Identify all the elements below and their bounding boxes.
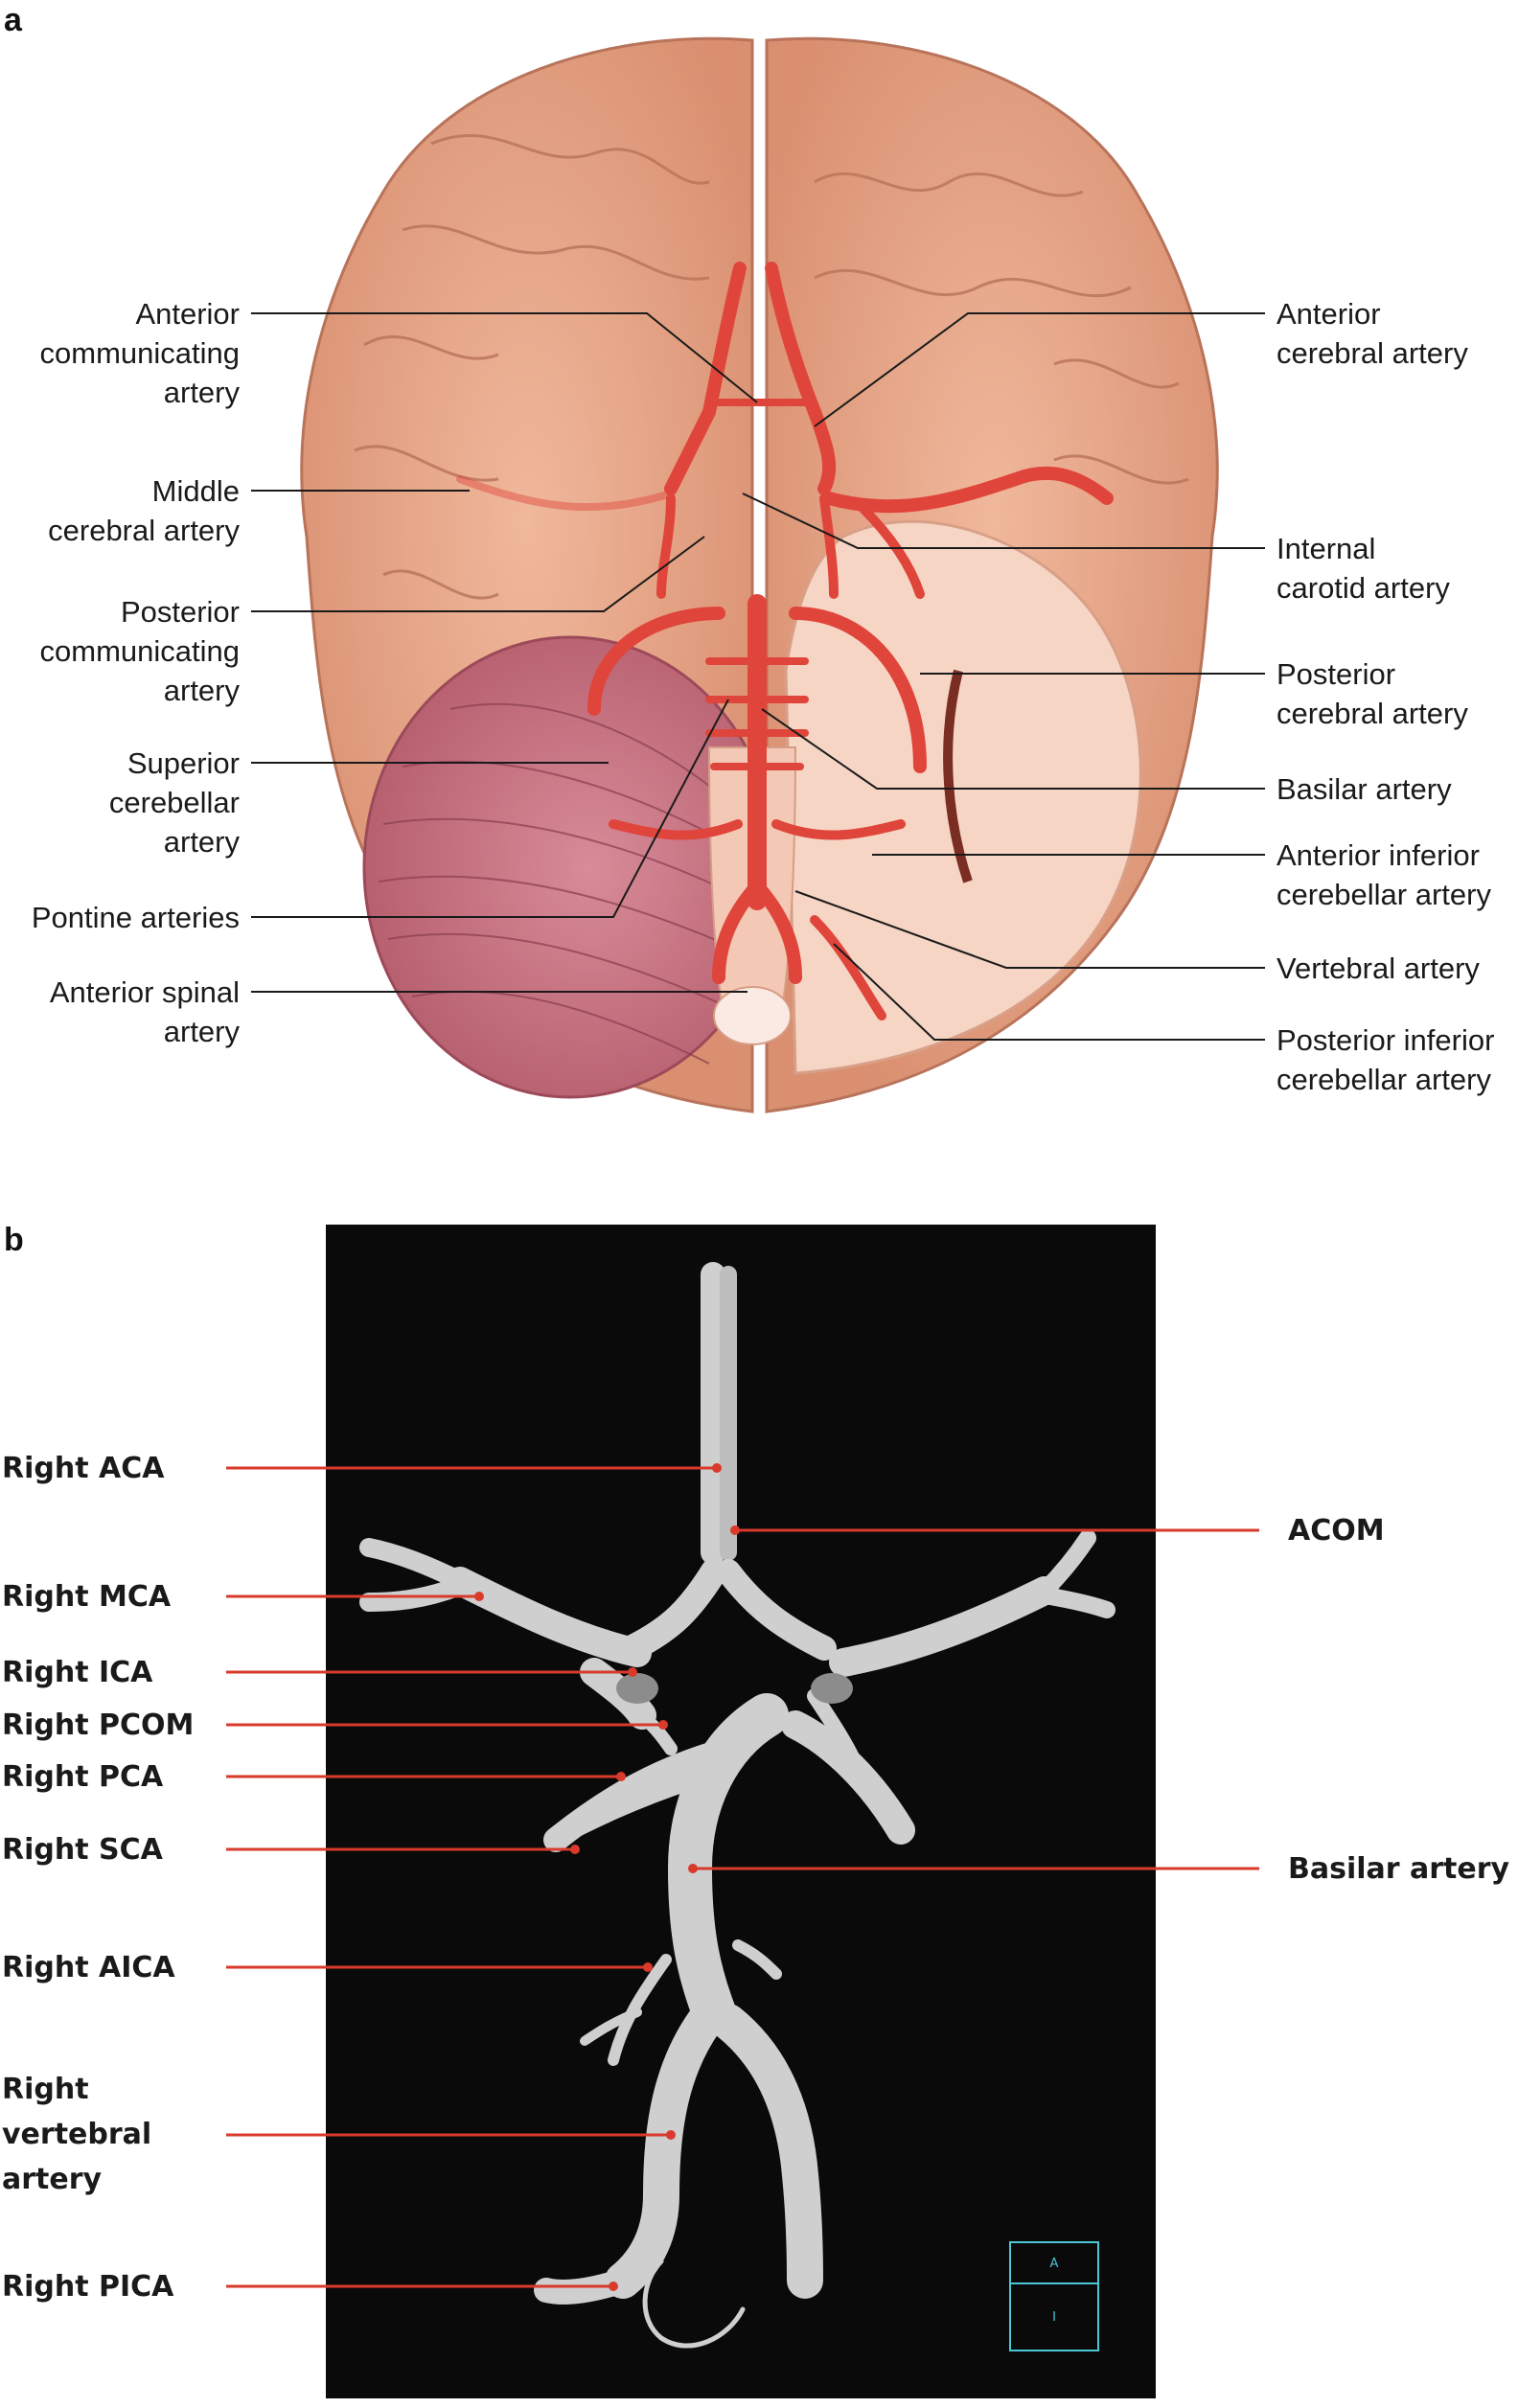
- vessel-vertebral-right: [605, 2004, 723, 2299]
- brain-illustration: [251, 36, 1265, 1113]
- vessel-pica-loop: [642, 2259, 746, 2349]
- label-anterior-communicating-artery: Anterior communicating artery: [39, 297, 240, 409]
- cube-label-top: A: [1050, 2257, 1059, 2271]
- vertebral-right: [755, 884, 802, 984]
- label-right-aica: Right AICA: [2, 1951, 175, 1984]
- vessel-aica-right-2: [580, 2007, 642, 2046]
- right-ica-bulb: [616, 1673, 658, 1704]
- vessel-left-mca: [829, 1576, 1059, 1677]
- leader-pcom: [251, 536, 705, 612]
- aca-left: [702, 262, 747, 419]
- leader-aca: [814, 312, 1265, 427]
- aica-right: [771, 819, 906, 840]
- label-posterior-communicating-artery: Posterior communicating artery: [39, 595, 240, 707]
- vessel-left-mca-b1: [1036, 1529, 1096, 1599]
- left-ica-bulb: [811, 1673, 853, 1704]
- label-basilar-artery-b: Basilar artery: [1288, 1852, 1510, 1886]
- label-anterior-inferior-cerebellar-artery: Anterior inferior cerebellar artery: [1276, 838, 1491, 911]
- leader-vertebral: [794, 890, 1265, 969]
- panel-a-letter: a: [4, 2, 22, 38]
- label-acom: ACOM: [1288, 1514, 1385, 1548]
- label-anterior-spinal-artery: Anterior spinal artery: [49, 975, 240, 1048]
- pcom-left: [656, 493, 676, 599]
- vessel-left-aca: [716, 1559, 837, 1661]
- cube-label-front: I: [1052, 2310, 1056, 2325]
- vessel-sca-right: [548, 1775, 698, 1847]
- label-right-vertebral-artery: Right vertebral artery: [2, 2073, 152, 2196]
- vessel-vertebral-left: [710, 2004, 823, 2299]
- leader-pica: [833, 943, 1265, 1041]
- aica-left: [609, 819, 743, 840]
- label-internal-carotid-artery: Internal carotid artery: [1276, 532, 1450, 605]
- leader-ica: [742, 493, 1265, 549]
- vessel-pca-left: [781, 1710, 915, 1845]
- label-pontine-arteries: Pontine arteries: [31, 901, 240, 934]
- pca-right: [789, 607, 927, 773]
- pica-right: [810, 915, 886, 1021]
- pcom-right: [819, 493, 839, 599]
- mca-right-branch: [858, 503, 925, 599]
- label-right-pcom: Right PCOM: [2, 1709, 195, 1742]
- ica-left: [664, 405, 716, 495]
- label-vertebral-artery: Vertebral artery: [1276, 952, 1480, 985]
- label-right-ica: Right ICA: [2, 1656, 153, 1689]
- label-right-pca: Right PCA: [2, 1760, 164, 1794]
- vessel-right-pcom: [645, 1718, 678, 1755]
- mca-right: [822, 466, 1114, 514]
- vessel-right-mca-b1: [359, 1538, 470, 1591]
- label-basilar-artery: Basilar artery: [1276, 772, 1452, 806]
- label-right-pica: Right PICA: [2, 2270, 174, 2304]
- pca-left: [587, 607, 725, 716]
- panel-b-letter: b: [4, 1222, 24, 1258]
- vessel-left-mca-b2: [1036, 1587, 1116, 1618]
- leader-basilar: [761, 708, 1265, 790]
- vertebral-left: [712, 884, 759, 984]
- vessel-right-mca: [446, 1567, 652, 1667]
- label-superior-cerebellar-artery: Superior cerebellar artery: [108, 746, 240, 859]
- leader-pontine: [251, 699, 729, 918]
- label-right-mca: Right MCA: [2, 1580, 172, 1614]
- vessel-aica-left: [732, 1939, 782, 1980]
- label-middle-cerebral-artery: Middle cerebral artery: [48, 474, 240, 547]
- aca-right: [765, 262, 821, 419]
- label-right-aca: Right ACA: [2, 1452, 165, 1485]
- label-anterior-cerebral-artery: Anterior cerebral artery: [1276, 297, 1468, 370]
- leader-acom: [251, 312, 758, 403]
- orientation-cube: [1009, 2241, 1099, 2351]
- angiogram-background: [326, 1225, 1156, 2398]
- mca-left: [456, 475, 675, 512]
- vessel-aica-right: [608, 1954, 672, 2066]
- label-posterior-inferior-cerebellar-artery: Posterior inferior cerebellar artery: [1276, 1023, 1495, 1096]
- label-posterior-cerebral-artery: Posterior cerebral artery: [1276, 657, 1468, 730]
- vessel-right-mca-b2: [359, 1576, 470, 1612]
- label-right-sca: Right SCA: [2, 1833, 163, 1867]
